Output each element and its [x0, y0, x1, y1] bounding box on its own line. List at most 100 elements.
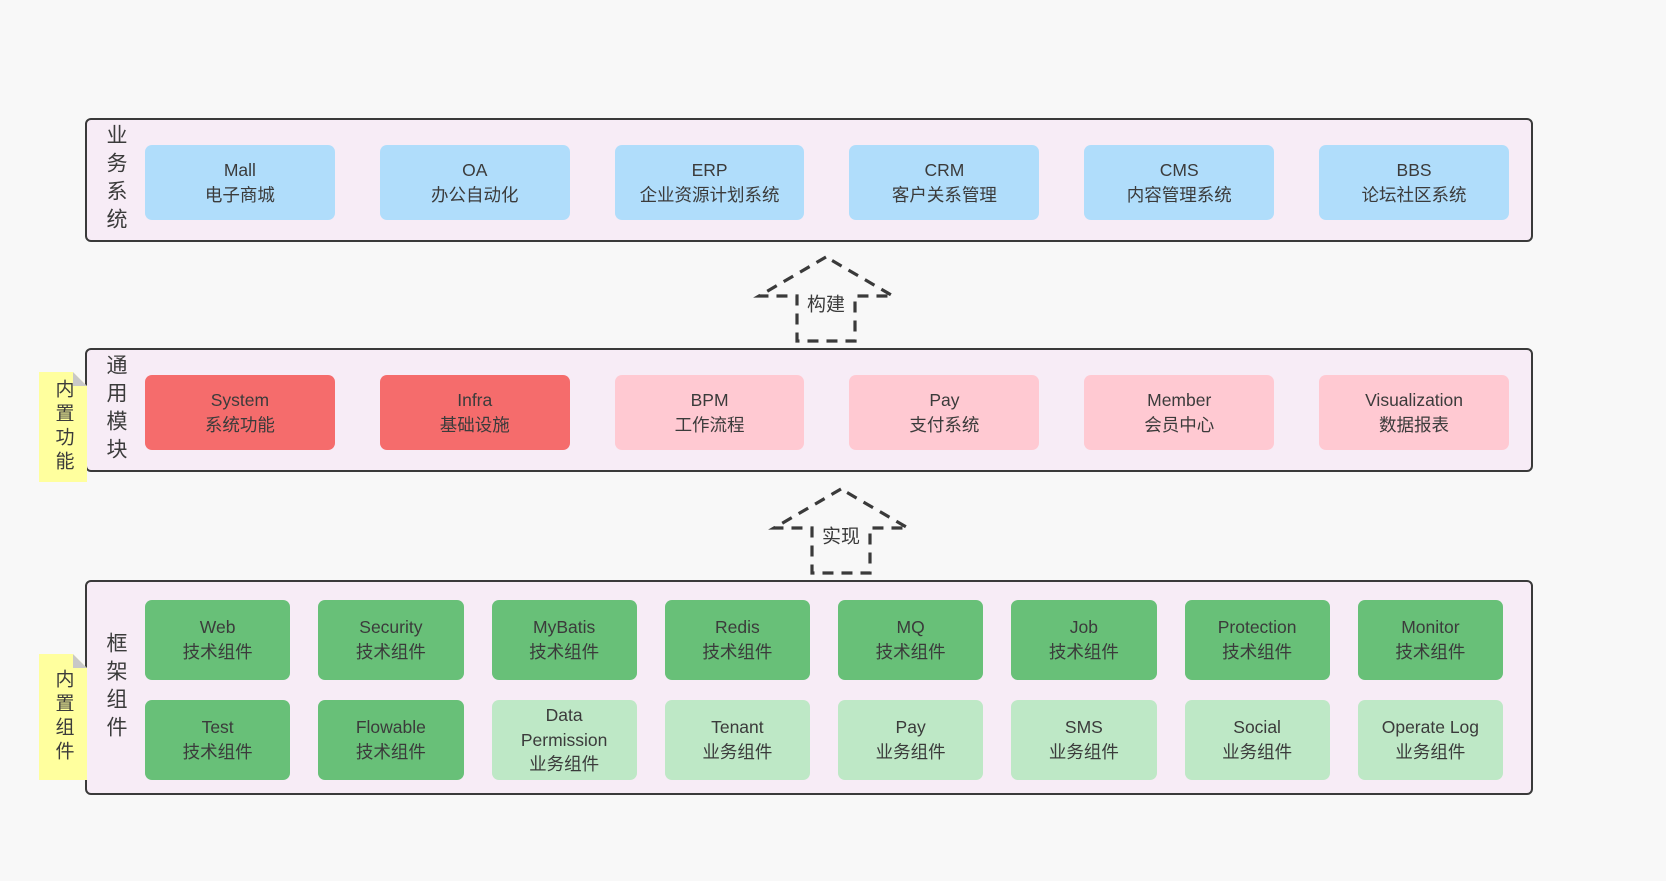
box-subtitle: 业务组件: [1395, 742, 1466, 762]
box-title: BPM: [690, 389, 729, 410]
box-subtitle: 数据报表: [1379, 414, 1450, 435]
box-subtitle: 工作流程: [674, 414, 745, 435]
box-flowable: Flowable 技术组件: [318, 700, 464, 780]
block-arrow-up-icon: [768, 487, 914, 575]
box-visualization: Visualization 数据报表: [1319, 375, 1509, 450]
sticky-built-in-components: 内置组件: [39, 654, 87, 780]
box-subtitle: 会员中心: [1144, 414, 1215, 435]
arrow-build: 构建: [753, 254, 899, 344]
component-card-row-1: Web 技术组件 Security 技术组件 MyBatis 技术组件 Redi…: [145, 600, 1503, 680]
box-title: Social: [1233, 717, 1281, 738]
band-label-business: 业务系统: [104, 124, 127, 236]
box-title: CMS: [1159, 159, 1199, 180]
box-title: Visualization: [1365, 389, 1464, 410]
box-security: Security 技术组件: [318, 600, 464, 680]
box-system: System 系统功能: [145, 375, 335, 450]
box-subtitle: 技术组件: [875, 642, 946, 662]
arrow-build-label: 构建: [802, 288, 850, 318]
folded-corner-icon: [73, 654, 87, 668]
box-title: Protection: [1217, 617, 1297, 638]
box-mq: MQ 技术组件: [838, 600, 984, 680]
folded-corner-icon: [73, 372, 87, 386]
box-member: Member 会员中心: [1084, 375, 1275, 450]
box-title: MQ: [896, 617, 925, 638]
box-title: Security: [359, 617, 423, 638]
box-cms: CMS 内容管理系统: [1084, 145, 1275, 220]
box-title: MyBatis: [533, 617, 596, 638]
box-title: SMS: [1064, 717, 1103, 738]
box-sms: SMS 业务组件: [1011, 700, 1157, 780]
box-tenant: Tenant 业务组件: [664, 700, 810, 780]
box-title: ERP: [691, 159, 728, 180]
box-operate-log: Operate Log 业务组件: [1357, 700, 1503, 780]
box-subtitle: 业务组件: [702, 742, 773, 762]
component-card-row-2: Test 技术组件 Flowable 技术组件 Data Permission …: [145, 700, 1503, 780]
box-test: Test 技术组件: [145, 700, 291, 780]
arrow-implement: 实现: [768, 486, 914, 576]
box-data-permission: Data Permission 业务组件: [491, 700, 637, 780]
box-subtitle: 技术组件: [355, 742, 426, 762]
box-monitor: Monitor 技术组件: [1357, 600, 1503, 680]
box-title: Pay: [929, 389, 960, 410]
arrow-implement-label: 实现: [817, 520, 865, 550]
business-card-row: Mall 电子商城 OA 办公自动化 ERP 企业资源计划系统 CRM 客户关系…: [145, 145, 1509, 220]
box-title: System: [210, 389, 270, 410]
band-common-modules: 内置功能 通用模块 System 系统功能 Infra 基础设施 BPM 工作流…: [85, 348, 1533, 472]
box-title: Pay: [895, 717, 926, 738]
band-framework-components: 内置组件 框架组件 Web 技术组件 Security 技术组件 MyBatis…: [85, 580, 1533, 795]
band-business-systems: 业务系统 Mall 电子商城 OA 办公自动化 ERP 企业资源计划系统 CRM…: [85, 118, 1533, 242]
box-subtitle: 客户关系管理: [891, 184, 997, 205]
box-title: Member: [1147, 389, 1212, 410]
box-subtitle: 业务组件: [875, 742, 946, 762]
box-pay: Pay 支付系统: [849, 375, 1040, 450]
box-subtitle: 业务组件: [1222, 742, 1293, 762]
box-title: Test: [201, 717, 234, 738]
box-subtitle: 办公自动化: [430, 184, 519, 205]
box-subtitle: 论坛社区系统: [1361, 184, 1467, 205]
box-erp: ERP 企业资源计划系统: [614, 145, 805, 220]
box-subtitle: 技术组件: [702, 642, 773, 662]
sticky-label: 内置组件: [52, 669, 74, 765]
box-subtitle: 技术组件: [1222, 642, 1293, 662]
box-mybatis: MyBatis 技术组件: [491, 600, 637, 680]
sticky-built-in-features: 内置功能: [39, 372, 87, 482]
box-subtitle: 技术组件: [529, 642, 600, 662]
module-card-row: System 系统功能 Infra 基础设施 BPM 工作流程 Pay 支付系统…: [145, 375, 1509, 450]
box-bbs: BBS 论坛社区系统: [1319, 145, 1509, 220]
box-subtitle: 电子商城: [204, 184, 275, 205]
box-subtitle: 基础设施: [439, 414, 510, 435]
box-title: Redis: [715, 617, 760, 638]
box-social: Social 业务组件: [1184, 700, 1330, 780]
box-title: Tenant: [711, 717, 764, 738]
box-title: Monitor: [1401, 617, 1460, 638]
box-subtitle: 技术组件: [1048, 642, 1119, 662]
box-subtitle: 技术组件: [182, 642, 253, 662]
box-mall: Mall 电子商城: [145, 145, 335, 220]
box-subtitle: 企业资源计划系统: [639, 184, 780, 205]
box-crm: CRM 客户关系管理: [849, 145, 1040, 220]
box-subtitle: 业务组件: [1048, 742, 1119, 762]
box-job: Job 技术组件: [1011, 600, 1157, 680]
box-title: CRM: [924, 159, 965, 180]
box-title: Web: [199, 617, 236, 638]
box-subtitle: 系统功能: [204, 414, 275, 435]
box-title: Operate Log: [1381, 717, 1480, 738]
box-subtitle: 内容管理系统: [1126, 184, 1232, 205]
sticky-label: 内置功能: [52, 379, 74, 475]
box-subtitle: 技术组件: [355, 642, 426, 662]
box-subtitle: 技术组件: [182, 742, 253, 762]
box-title: BBS: [1396, 159, 1432, 180]
box-protection: Protection 技术组件: [1184, 600, 1330, 680]
box-title: Flowable: [355, 717, 426, 738]
box-redis: Redis 技术组件: [664, 600, 810, 680]
box-oa: OA 办公自动化: [379, 145, 570, 220]
box-subtitle: 支付系统: [909, 414, 980, 435]
band-label-components: 框架组件: [104, 631, 127, 744]
box-title: OA: [462, 159, 488, 180]
box-title: Infra: [457, 389, 493, 410]
box-infra: Infra 基础设施: [379, 375, 570, 450]
box-subtitle: 业务组件: [529, 754, 600, 775]
box-web: Web 技术组件: [145, 600, 291, 680]
box-title: Job: [1069, 617, 1098, 638]
block-arrow-up-icon: [753, 255, 899, 343]
